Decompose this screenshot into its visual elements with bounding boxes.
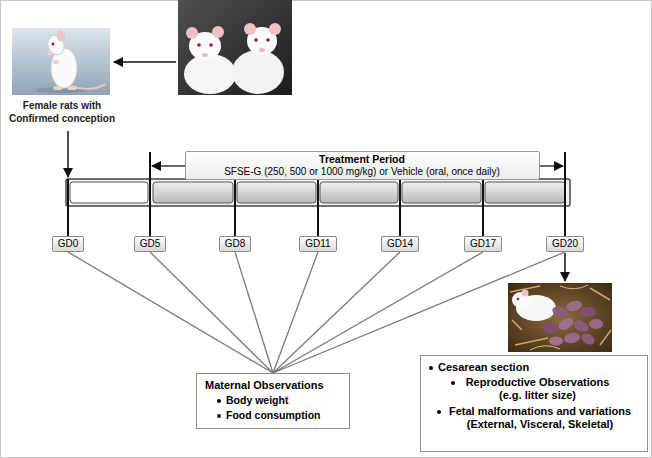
two-rats-photo: [254, 38, 258, 42]
pups-photo: [563, 332, 580, 345]
pups-photo: [549, 337, 563, 346]
timeline-bar: [153, 182, 233, 203]
two-rats-photo: [259, 48, 265, 52]
two-rats-photo: [186, 27, 198, 39]
box-heading: Maternal Observations: [205, 379, 343, 392]
day-ticks: [149, 152, 151, 236]
day-ticks: [67, 179, 69, 236]
rat-photo: [12, 28, 110, 95]
treatment-detail: SFSE-G (250, 500 or 1000 mg/kg) or Vehic…: [194, 166, 531, 178]
day-ticks: [317, 179, 319, 236]
rat-photo: [57, 31, 65, 41]
two-rats-photo: [184, 54, 236, 94]
two-rats-photo: [178, 0, 292, 95]
maternal-observations-box: Maternal ObservationsBody weightFood con…: [196, 373, 350, 429]
bullet-dot: [429, 366, 433, 370]
bullet-dot: [451, 381, 455, 385]
gestation-day: GD5: [140, 238, 161, 250]
pups-photo: [589, 319, 603, 329]
pups-photo: [557, 316, 576, 333]
timeline-connector: [68, 252, 273, 373]
day-ticks: [399, 179, 401, 236]
timeline-bar: [320, 182, 398, 203]
caption-label: Female rats with Confirmed conception: [4, 100, 120, 125]
gestation-day-box: GD11: [299, 236, 336, 252]
two-rats-photo: [197, 43, 201, 47]
pups-photo: [579, 331, 596, 347]
day-ticks: [564, 152, 566, 236]
two-rats-photo: [209, 43, 213, 47]
rat-photo: [67, 86, 77, 90]
gestation-day: GD11: [305, 238, 330, 250]
gestation-day-box: GD20: [546, 236, 584, 252]
gestation-day-box: GD8: [219, 236, 252, 252]
pups-photo: [508, 283, 612, 352]
gestation-day-box: GD14: [381, 236, 419, 252]
gestation-day: GD20: [552, 238, 578, 250]
pups-photo: [580, 307, 596, 317]
bullet-item: Reproductive Observations (e.g. litter s…: [460, 376, 615, 402]
pups-photo: [541, 322, 558, 335]
pups-photo: [517, 298, 520, 301]
gestation-day: GD14: [387, 238, 413, 250]
gestation-day: GD8: [225, 238, 246, 250]
treatment-period-box: Treatment PeriodSFSE-G (250, 500 or 1000…: [185, 151, 540, 180]
timeline-connector: [273, 252, 318, 373]
pups-photo: [572, 318, 591, 334]
two-rats-photo: [202, 53, 208, 57]
timeline-connector: [150, 252, 273, 373]
gestation-day-box: GD5: [134, 236, 167, 252]
rat-photo: [53, 60, 59, 64]
day-ticks: [234, 179, 236, 236]
rat-photo: [52, 43, 55, 46]
rat-photo: [72, 84, 106, 89]
rat-photo: [53, 86, 63, 90]
rat-photo: [12, 28, 110, 95]
gestation-day: GD17: [470, 238, 496, 250]
two-rats-photo: [244, 23, 256, 35]
two-rats-photo: [178, 0, 292, 95]
conception-arrow: [67, 131, 69, 177]
rat-photo: [48, 51, 53, 56]
gestation-day: GD0: [58, 238, 79, 250]
pups-photo: [510, 286, 611, 345]
bullet-item: Fetal malformations and variations (Exte…: [446, 405, 634, 431]
bullet-dot: [217, 399, 221, 403]
cesarean-observations-box: Cesarean sectionReproductive Observation…: [420, 355, 648, 452]
day-ticks: [68, 152, 565, 236]
two-rats-photo: [269, 23, 281, 35]
bullet-dot: [217, 414, 221, 418]
band-heading: Treatment Period: [194, 153, 531, 166]
bullet-item: Food consumption: [226, 409, 321, 422]
timeline-bar: [70, 182, 148, 203]
bullet-item: Body weight: [226, 394, 288, 407]
two-rats-photo: [266, 38, 270, 42]
timeline-bar: [485, 182, 565, 203]
timeline-bar: [237, 182, 316, 203]
gestation-day-box: GD17: [464, 236, 502, 252]
timeline-connector: [235, 252, 273, 373]
bullet-item: Cesarean section: [438, 361, 529, 374]
timeline-bar: [402, 182, 481, 203]
timeline-connector: [273, 252, 400, 373]
two-rats-photo: [212, 26, 224, 38]
gestation-day-box: GD0: [52, 236, 85, 252]
pups-photo: [522, 290, 529, 297]
bullet-dot: [437, 410, 441, 414]
two-rats-photo: [232, 50, 284, 94]
pups-photo: [508, 283, 612, 352]
cesarean-arrow: [564, 253, 566, 281]
source-arrow: [114, 61, 176, 63]
day-ticks: [482, 179, 484, 236]
